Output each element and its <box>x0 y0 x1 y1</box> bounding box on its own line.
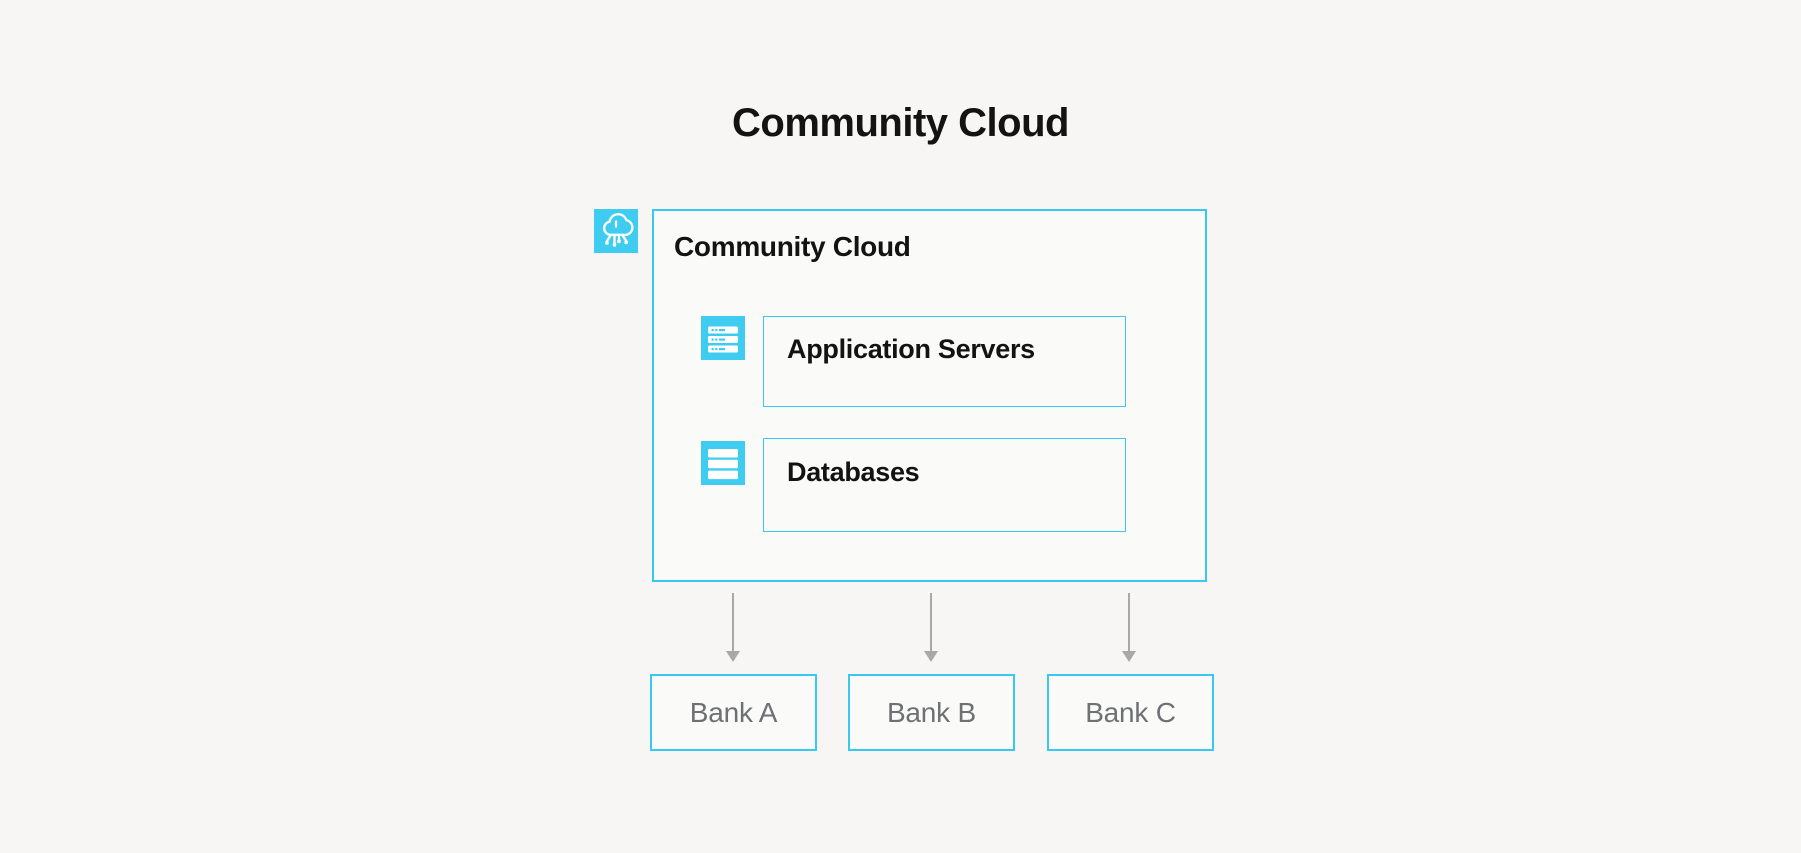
arrow-down-to-bank-b <box>923 593 939 663</box>
arrow-shaft <box>732 593 734 653</box>
arrow-head <box>924 651 938 662</box>
arrow-down-to-bank-a <box>725 593 741 663</box>
bank-c-node: Bank C <box>1047 674 1214 751</box>
bank-a-label: Bank A <box>689 696 778 728</box>
arrow-head <box>1122 651 1136 662</box>
arrow-shaft <box>930 593 932 653</box>
application-servers-box <box>763 316 1126 407</box>
page-title: Community Cloud <box>732 101 1069 145</box>
application-servers-label: Application Servers <box>787 334 1035 364</box>
databases-label: Databases <box>787 457 920 487</box>
bank-c-label: Bank C <box>1085 696 1176 728</box>
cloud-network-icon <box>594 209 638 253</box>
bank-a-node: Bank A <box>650 674 817 751</box>
arrow-shaft <box>1128 593 1130 653</box>
database-stack-icon <box>701 441 745 485</box>
arrow-head <box>726 651 740 662</box>
bank-b-label: Bank B <box>886 696 977 728</box>
server-rack-icon <box>701 316 745 360</box>
container-label: Community Cloud <box>674 231 911 262</box>
arrow-down-to-bank-c <box>1121 593 1137 663</box>
bank-b-node: Bank B <box>848 674 1015 751</box>
databases-box <box>763 438 1126 532</box>
